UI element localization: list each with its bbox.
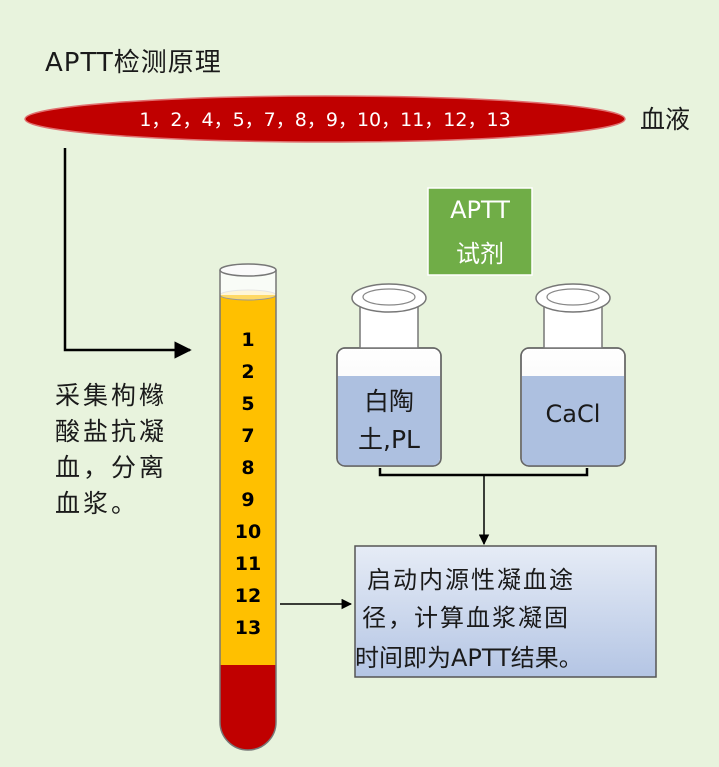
tube-factor: 8 — [241, 457, 255, 479]
tube-factor: 7 — [241, 425, 255, 447]
bottle-bracket — [378, 468, 589, 477]
bottle2-label: CaCl — [545, 400, 601, 428]
tube-factor: 10 — [234, 521, 262, 543]
result-line1: 启动内源性凝血途 — [367, 566, 575, 594]
tube-factor-list: 1 2 5 7 8 9 10 11 12 13 — [220, 324, 276, 644]
test-tube — [219, 263, 277, 751]
tube-factor: 2 — [241, 361, 255, 383]
diagram-title: APTT检测原理 — [45, 48, 222, 78]
blood-ellipse — [24, 95, 626, 143]
reagent-label-line2: 试剂 — [456, 240, 504, 268]
result-line2: 径，计算血浆凝固 — [362, 604, 570, 632]
collect-plasma-text: 采集枸橼 酸盐抗凝 血，分离 血浆。 — [55, 381, 168, 518]
tube-factor: 5 — [241, 393, 255, 415]
tube-factor: 12 — [234, 585, 262, 607]
reagent-label-box — [427, 187, 533, 276]
result-line3: 时间即为APTT结果。 — [355, 644, 583, 672]
tube-factor: 13 — [234, 617, 262, 639]
tube-factor: 9 — [241, 489, 255, 511]
result-box — [354, 545, 657, 678]
reagent-label-line1: APTT — [450, 196, 510, 224]
reagent-bottle-2 — [520, 283, 626, 467]
bottle1-label-line2: 土,PL — [358, 425, 420, 454]
blood-label: 血液 — [640, 105, 691, 134]
reagent-bottle-1 — [336, 283, 442, 467]
tube-factor: 1 — [241, 329, 255, 351]
collect-arrow — [63, 148, 192, 359]
blood-factors: 1，2，4，5，7，8，9，10，11，12，13 — [139, 109, 511, 131]
bottle1-label-line1: 白陶 — [363, 387, 414, 416]
tube-factor: 11 — [234, 553, 262, 575]
